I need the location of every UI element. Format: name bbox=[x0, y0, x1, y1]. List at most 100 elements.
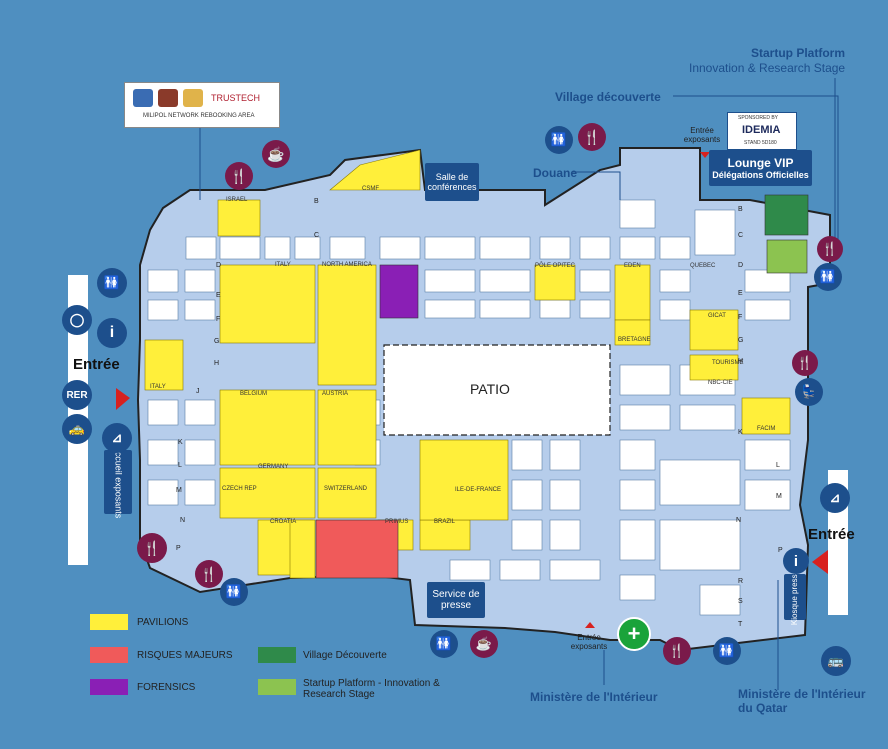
zone-germany: GERMANY bbox=[258, 464, 289, 470]
zone-switzerland: SWITZERLAND bbox=[324, 486, 368, 492]
restaurant-icon: 🍴 bbox=[663, 637, 691, 665]
zone-czech: CZECH REP bbox=[222, 486, 257, 492]
row-g-right: G bbox=[738, 337, 744, 344]
legend-swatch-startup bbox=[258, 679, 296, 695]
toilets-icon: 🚻 bbox=[430, 630, 458, 658]
milipol-rebooking-box: TRUSTECH MILIPOL NETWORK REBOOKING AREA bbox=[124, 82, 280, 128]
zone-israel: ISRAEL bbox=[226, 197, 248, 203]
village-decouverte-label: Village découverte bbox=[555, 90, 661, 104]
entree-exposants-bottom: Entrée exposants bbox=[570, 633, 608, 651]
row-n-right: N bbox=[736, 517, 742, 524]
zone-pole-opitec: PÔLE OPITEC bbox=[535, 263, 576, 269]
entrance-arrow-right bbox=[812, 550, 828, 574]
zone-belgium: BELGIUM bbox=[240, 391, 268, 397]
row-r-right: R bbox=[738, 578, 744, 585]
information-icon: i bbox=[783, 548, 809, 574]
zone-primus: PRIMUS bbox=[385, 519, 409, 525]
information-icon: i bbox=[97, 318, 127, 348]
zone-croatia: CROATIA bbox=[270, 519, 297, 525]
zone-eden: EDEN bbox=[624, 263, 641, 269]
salle-conferences-box: Salle de conférences bbox=[425, 163, 479, 201]
idemia-sponsored: SPONSORED BY bbox=[738, 115, 779, 121]
row-g-left: G bbox=[214, 338, 220, 345]
idemia-stand: STAND 5D180 bbox=[744, 140, 777, 146]
row-k-left: K bbox=[178, 439, 183, 446]
startup-platform-title: Startup Platform bbox=[751, 46, 846, 60]
seating-icon: 💺 bbox=[795, 378, 823, 406]
toilets-icon: 🚻 bbox=[713, 637, 741, 665]
toilets-icon: 🚻 bbox=[545, 126, 573, 154]
row-d-right: D bbox=[738, 262, 744, 269]
risques-majeurs-area bbox=[315, 519, 399, 579]
row-l-right: L bbox=[776, 462, 780, 469]
row-f-left: F bbox=[216, 316, 221, 323]
rer-label: RER bbox=[66, 389, 88, 401]
idemia-sponsor-box: SPONSORED BY IDEMIA STAND 5D180 bbox=[727, 112, 797, 150]
legend-swatch-risques bbox=[90, 647, 128, 663]
entrance-arrow-left bbox=[116, 388, 130, 410]
accueil-exposants-box: Accueil exposants bbox=[104, 446, 132, 518]
entree-left-label: Entrée bbox=[73, 356, 120, 373]
trustech-logo: TRUSTECH bbox=[211, 93, 260, 103]
row-j-left: J bbox=[196, 388, 200, 395]
entree-right-label: Entrée bbox=[808, 526, 855, 543]
service-presse-label: Service de presse bbox=[432, 589, 480, 611]
patio-area bbox=[383, 344, 611, 436]
callout-lines bbox=[199, 78, 839, 690]
milipol-logo-blue bbox=[133, 89, 153, 107]
toilets-icon: 🚻 bbox=[814, 263, 842, 291]
zone-brazil: BRAZIL bbox=[434, 519, 456, 525]
first-aid-icon: + bbox=[617, 617, 651, 651]
row-p-left: P bbox=[176, 545, 181, 552]
row-b-right: B bbox=[738, 206, 743, 213]
idemia-logo: IDEMIA bbox=[742, 124, 781, 136]
lounge-vip-title: Lounge VIP bbox=[727, 156, 794, 170]
bus-icon: 🚌 bbox=[821, 646, 851, 676]
startup-platform-subtitle: Innovation & Research Stage bbox=[689, 61, 846, 75]
cafe-icon: ☕ bbox=[262, 140, 290, 168]
milipol-logo-red bbox=[158, 89, 178, 107]
row-n-left: N bbox=[180, 517, 186, 524]
accueil-exposants-label: Accueil exposants bbox=[113, 445, 124, 519]
startup-platform-area bbox=[766, 239, 808, 274]
zone-italy-2: ITALY bbox=[150, 384, 166, 390]
zone-facim: FACIM bbox=[757, 426, 776, 432]
cloakroom-hanger-icon: ⊿ bbox=[102, 423, 132, 453]
cloakroom-hanger-icon: ⊿ bbox=[820, 483, 850, 513]
ministere-interieur-label: Ministère de l'Intérieur bbox=[530, 690, 658, 704]
zone-csmf: CSMF bbox=[362, 186, 379, 192]
village-decouverte-area bbox=[764, 194, 809, 236]
taxi-icon: 🚕 bbox=[62, 414, 92, 444]
patio-label: PATIO bbox=[470, 381, 510, 397]
restaurant-icon: 🍴 bbox=[137, 533, 167, 563]
zone-gicat: GICAT bbox=[708, 313, 726, 319]
entree-exposants-top: Entrée exposants bbox=[683, 126, 721, 144]
zone-quebec: QUEBEC bbox=[690, 263, 716, 269]
zone-austria: AUSTRIA bbox=[322, 391, 349, 397]
row-e-left: E bbox=[216, 292, 221, 299]
legend-swatch-forensics bbox=[90, 679, 128, 695]
legend-label-village: Village Découverte bbox=[303, 650, 387, 661]
zone-tourisme: TOURISME bbox=[712, 360, 744, 366]
kiosque-presse-box: Kiosque presse bbox=[784, 569, 806, 625]
legend-label-forensics: FORENSICS bbox=[137, 682, 196, 693]
toilets-icon: 🚻 bbox=[97, 268, 127, 298]
zone-bretagne: BRETAGNE bbox=[618, 337, 651, 343]
row-k-right: K bbox=[738, 429, 743, 436]
restaurant-icon: 🍴 bbox=[225, 162, 253, 190]
row-e-right: E bbox=[738, 290, 743, 297]
lounge-vip-box: Lounge VIP Délégations Officielles bbox=[709, 150, 812, 186]
zone-north-america: NORTH AMERICA bbox=[322, 262, 372, 268]
row-c-left: C bbox=[314, 232, 320, 239]
zone-ile-de-france: ILE-DE-FRANCE bbox=[455, 487, 502, 493]
zone-nbc: NBC-CIE bbox=[708, 380, 733, 386]
exposants-arrow-bottom bbox=[585, 622, 595, 628]
restaurant-icon: 🍴 bbox=[792, 350, 818, 376]
lounge-vip-sub: Délégations Officielles bbox=[712, 170, 809, 180]
row-s-right: S bbox=[738, 598, 743, 605]
row-p-right: P bbox=[778, 547, 783, 554]
legend-swatch-village bbox=[258, 647, 296, 663]
row-h-left: H bbox=[214, 360, 220, 367]
douane-label: Douane bbox=[533, 166, 578, 180]
